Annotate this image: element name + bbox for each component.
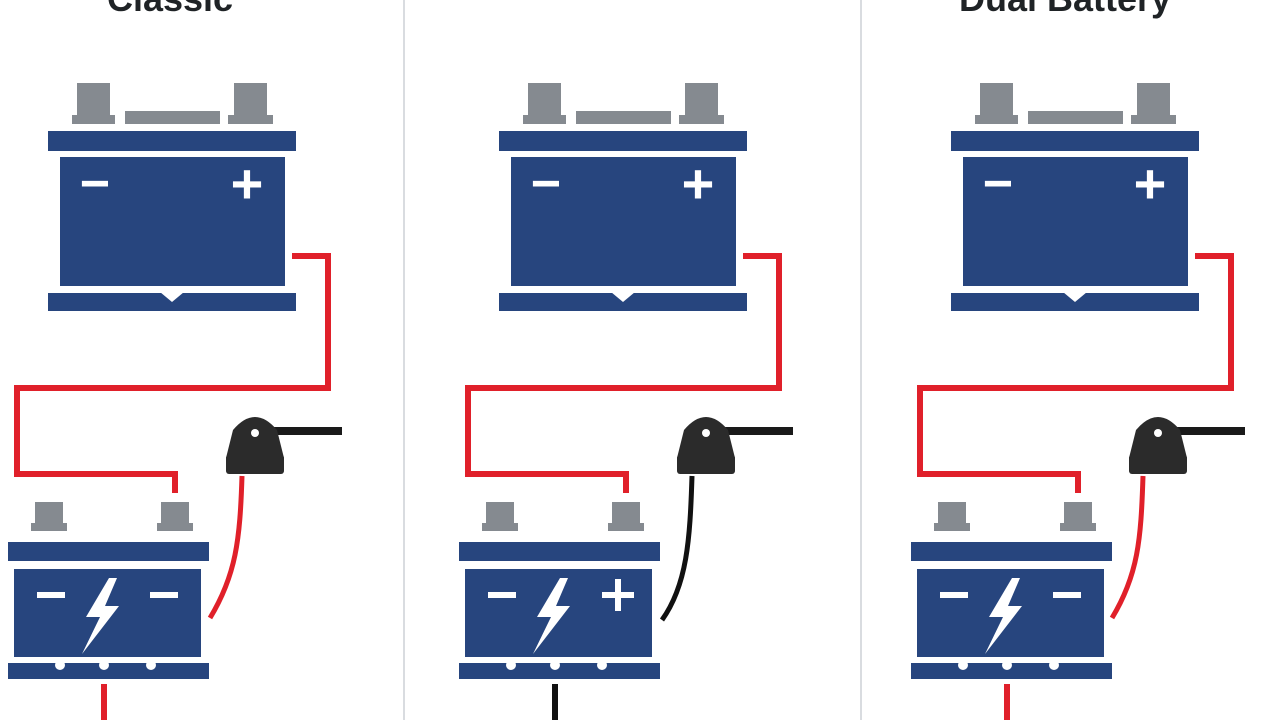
positive-symbol: + — [231, 152, 264, 215]
positive-cable — [14, 253, 331, 493]
right-symbol — [1053, 592, 1081, 598]
cable-clamp-icon — [226, 417, 342, 474]
cable-clamp-icon — [1129, 417, 1245, 474]
left-symbol — [37, 592, 65, 598]
left-symbol — [940, 592, 968, 598]
panel-title-dual-battery: Dual Battery — [920, 0, 1210, 20]
clamp-cable — [659, 475, 695, 622]
lightning-bolt-icon — [533, 578, 570, 654]
aux-battery-icon — [8, 502, 209, 679]
positive-symbol: + — [682, 152, 715, 215]
panel-middle: − + — [459, 83, 793, 720]
right-symbol — [602, 579, 634, 611]
left-symbol — [488, 592, 516, 598]
negative-symbol: − — [983, 155, 1013, 213]
panel-dual-battery: − + — [911, 83, 1245, 720]
main-battery-icon: − + — [951, 83, 1199, 311]
positive-cable — [917, 253, 1234, 493]
aux-battery-icon — [459, 502, 660, 679]
lightning-bolt-icon — [985, 578, 1022, 654]
cable-clamp-icon — [677, 417, 793, 474]
main-battery-icon: − + — [48, 83, 296, 311]
aux-battery-icon — [911, 502, 1112, 679]
panel-classic: − + — [8, 83, 342, 720]
panel-title-classic: Classic — [60, 0, 280, 20]
right-symbol — [150, 592, 178, 598]
clamp-cable — [1109, 475, 1146, 620]
positive-symbol: + — [1134, 152, 1167, 215]
positive-cable — [465, 253, 782, 493]
clamp-cable — [207, 475, 245, 620]
negative-symbol: − — [80, 155, 110, 213]
negative-symbol: − — [531, 155, 561, 213]
lightning-bolt-icon — [82, 578, 119, 654]
main-battery-icon: − + — [499, 83, 747, 311]
